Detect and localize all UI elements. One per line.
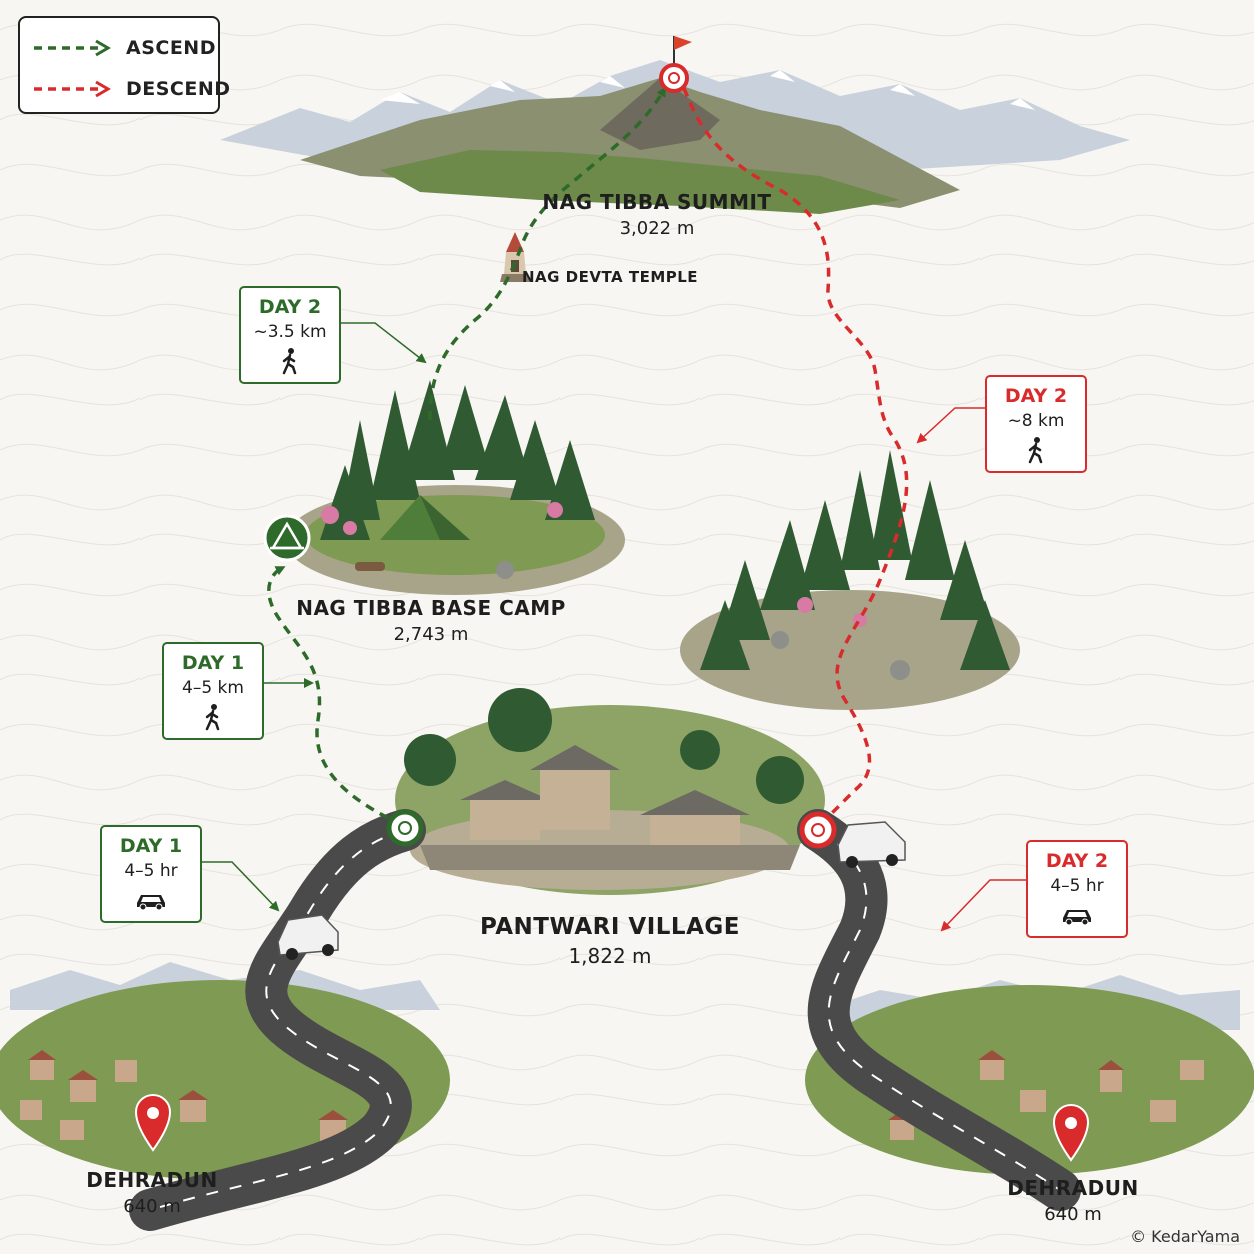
road-from-pantwari	[797, 809, 1081, 1211]
pantwari-village	[395, 688, 825, 895]
car-icon	[837, 821, 906, 868]
descent-forest	[680, 450, 1020, 710]
legend-ascend-label: ASCEND	[126, 37, 216, 59]
mountain-range	[220, 60, 1130, 214]
summit-flag-icon	[659, 36, 692, 93]
base-camp-icon	[263, 514, 311, 562]
base-camp-label: NAG TIBBA BASE CAMP 2,743 m	[296, 596, 566, 645]
legend-descend: DESCEND	[32, 75, 231, 103]
dehradun-start-label: DEHRADUN 640 m	[86, 1168, 218, 1217]
base-camp-forest	[285, 380, 625, 595]
descend-arrow-icon	[34, 80, 111, 98]
temple-label: NAG DEVTA TEMPLE	[521, 268, 699, 286]
day2-descend-box: DAY 2 ~8 km	[985, 375, 1087, 473]
credit: © KedarYama	[1130, 1227, 1240, 1246]
ascend-trail	[267, 86, 667, 827]
legend: ASCEND DESCEND	[18, 16, 230, 114]
dehradun-end-pin-icon	[1052, 1104, 1090, 1162]
legend-ascend: ASCEND	[32, 34, 216, 62]
ascend-arrow-icon	[34, 39, 111, 57]
village-label: PANTWARI VILLAGE 1,822 m	[480, 914, 740, 968]
hiker-icon	[205, 704, 220, 731]
summit-label: NAG TIBBA SUMMIT 3,022 m	[542, 190, 772, 239]
car-icon	[1063, 910, 1091, 926]
road-to-pantwari	[129, 809, 426, 1231]
hiker-icon	[282, 348, 297, 375]
day2-ascend-box: DAY 2 ~3.5 km	[239, 286, 341, 384]
legend-descend-label: DESCEND	[126, 78, 231, 100]
pantwari-ascend-marker	[386, 809, 424, 847]
dehradun-city-left	[0, 962, 450, 1180]
day2-drive-box: DAY 2 4–5 hr	[1026, 840, 1128, 938]
hiker-icon	[1028, 437, 1043, 464]
pantwari-descend-marker	[799, 811, 837, 849]
dehradun-end-label: DEHRADUN 640 m	[1007, 1176, 1139, 1225]
dehradun-start-pin-icon	[134, 1094, 172, 1152]
car-icon	[277, 914, 339, 960]
day1-trek-box: DAY 1 4–5 km	[162, 642, 264, 740]
descend-trail	[682, 87, 909, 828]
car-icon	[137, 895, 165, 911]
day1-drive-box: DAY 1 4–5 hr	[100, 825, 202, 923]
